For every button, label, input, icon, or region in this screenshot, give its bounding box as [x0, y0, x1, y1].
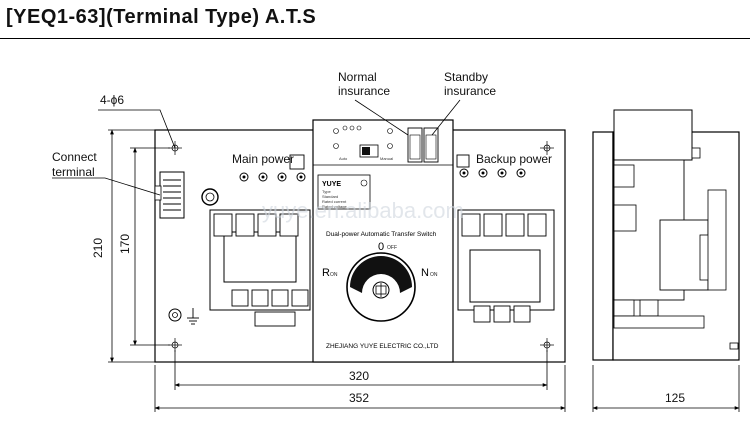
- normal-insurance-label-1: Normal: [338, 70, 377, 84]
- standby-insurance-label-2: insurance: [444, 84, 496, 98]
- nameplate: YUYE Type Standard Rated current Rated v…: [317, 174, 371, 210]
- title-rule: [0, 38, 750, 39]
- side-view: [592, 109, 740, 412]
- state-off-digit: 0: [378, 241, 384, 253]
- control-panel: Auto Manual: [333, 125, 439, 163]
- state-r-label: R: [322, 267, 330, 279]
- normal-insurance-label-2: insurance: [338, 84, 390, 98]
- standby-fuse: [423, 127, 439, 163]
- connect-terminal-block: [154, 171, 185, 219]
- dim-125: 125: [665, 391, 685, 405]
- nameplate-line-4: Rated voltage: [322, 204, 347, 209]
- connect-terminal-label-2: terminal: [52, 165, 95, 179]
- rotary-knob[interactable]: [346, 252, 416, 322]
- front-view: Auto Manual YUYE Type Standard Rated cur…: [52, 99, 566, 412]
- state-n-on: ON: [430, 272, 438, 278]
- ground-icon: [168, 308, 199, 325]
- main-contactor: [209, 209, 311, 327]
- normal-fuse: [407, 127, 423, 163]
- page-title: [YEQ1-63](Terminal Type) A.T.S: [6, 6, 317, 28]
- connect-terminal-label-1: Connect: [52, 150, 97, 164]
- mode-auto-label: Auto: [339, 156, 348, 161]
- manufacturer-label: ZHEJIANG YUYE ELECTRIC CO.,LTD: [326, 343, 439, 350]
- backup-power-terminals: [459, 168, 526, 178]
- model-name: Dual-power Automatic Transfer Switch: [326, 231, 437, 238]
- standby-insurance-label-1: Standby: [444, 70, 488, 84]
- state-n-label: N: [421, 267, 429, 279]
- backup-contactor: [457, 209, 555, 323]
- dim-320: 320: [349, 369, 369, 383]
- holes-label: 4-ϕ6: [100, 93, 124, 107]
- main-power-terminals: [239, 172, 306, 182]
- backup-power-label: Backup power: [476, 152, 552, 166]
- dim-170: 170: [118, 234, 132, 254]
- mode-manual-label: Manual: [380, 156, 393, 161]
- dim-352: 352: [349, 391, 369, 405]
- brand-label: YUYE: [322, 181, 341, 188]
- dim-210: 210: [91, 238, 105, 258]
- state-r-on: ON: [330, 272, 338, 278]
- nameplate-line-2: Standard: [322, 194, 338, 199]
- state-off-label: OFF: [387, 245, 397, 251]
- main-power-label: Main power: [232, 152, 294, 166]
- watermark: yuye.en.alibaba.com: [262, 198, 464, 223]
- nameplate-line-3: Rated current: [322, 199, 347, 204]
- nameplate-line-1: Type: [322, 189, 331, 194]
